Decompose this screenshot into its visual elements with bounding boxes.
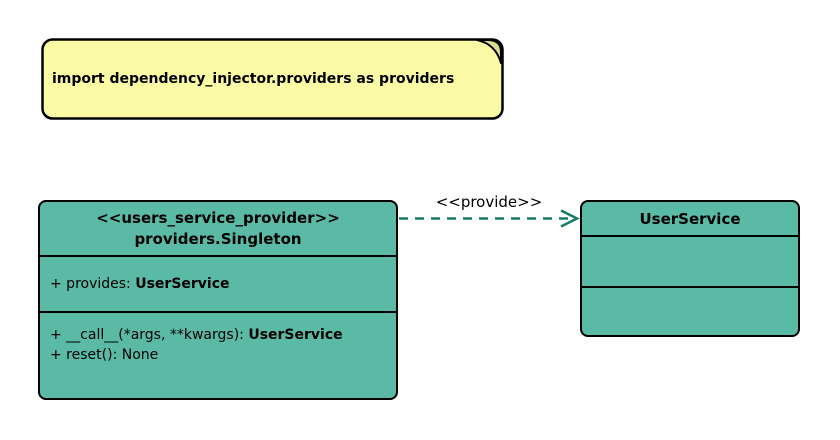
class-box-userservice: UserService — [580, 200, 800, 337]
method-call: + __call__(*args, **kwargs): UserService — [50, 325, 396, 345]
note-fold-icon — [476, 39, 502, 64]
attribute-provides-type: UserService — [135, 276, 230, 292]
note-text: import dependency_injector.providers as … — [52, 71, 455, 87]
class-stereotype: <<users_service_provider>> — [96, 208, 340, 227]
method-reset-prefix: + reset(): None — [50, 347, 159, 363]
class-box-providers-singleton: <<users_service_provider>> providers.Sin… — [38, 200, 398, 400]
provide-arrow-label: <<provide>> — [435, 193, 543, 211]
note-import-statement: import dependency_injector.providers as … — [41, 38, 504, 120]
method-reset: + reset(): None — [50, 345, 396, 365]
class-header: <<users_service_provider>> providers.Sin… — [40, 202, 396, 257]
class-name: UserService — [639, 209, 741, 228]
note-shape — [41, 38, 504, 120]
method-call-type: UserService — [248, 327, 343, 343]
attributes-section: + provides: UserService — [40, 257, 396, 313]
methods-section: + __call__(*args, **kwargs): UserService… — [40, 313, 396, 398]
attribute-provides-prefix: + provides: — [50, 276, 136, 292]
class-header: UserService — [582, 202, 798, 237]
class-name: providers.Singleton — [134, 229, 302, 248]
attributes-section-empty — [582, 237, 798, 288]
note-background — [41, 38, 504, 120]
attribute-provides: + provides: UserService — [50, 276, 230, 292]
provide-arrow — [399, 209, 580, 228]
methods-section-empty — [582, 288, 798, 335]
provide-arrowhead-icon — [560, 209, 580, 228]
method-call-prefix: + __call__(*args, **kwargs): — [50, 327, 249, 343]
